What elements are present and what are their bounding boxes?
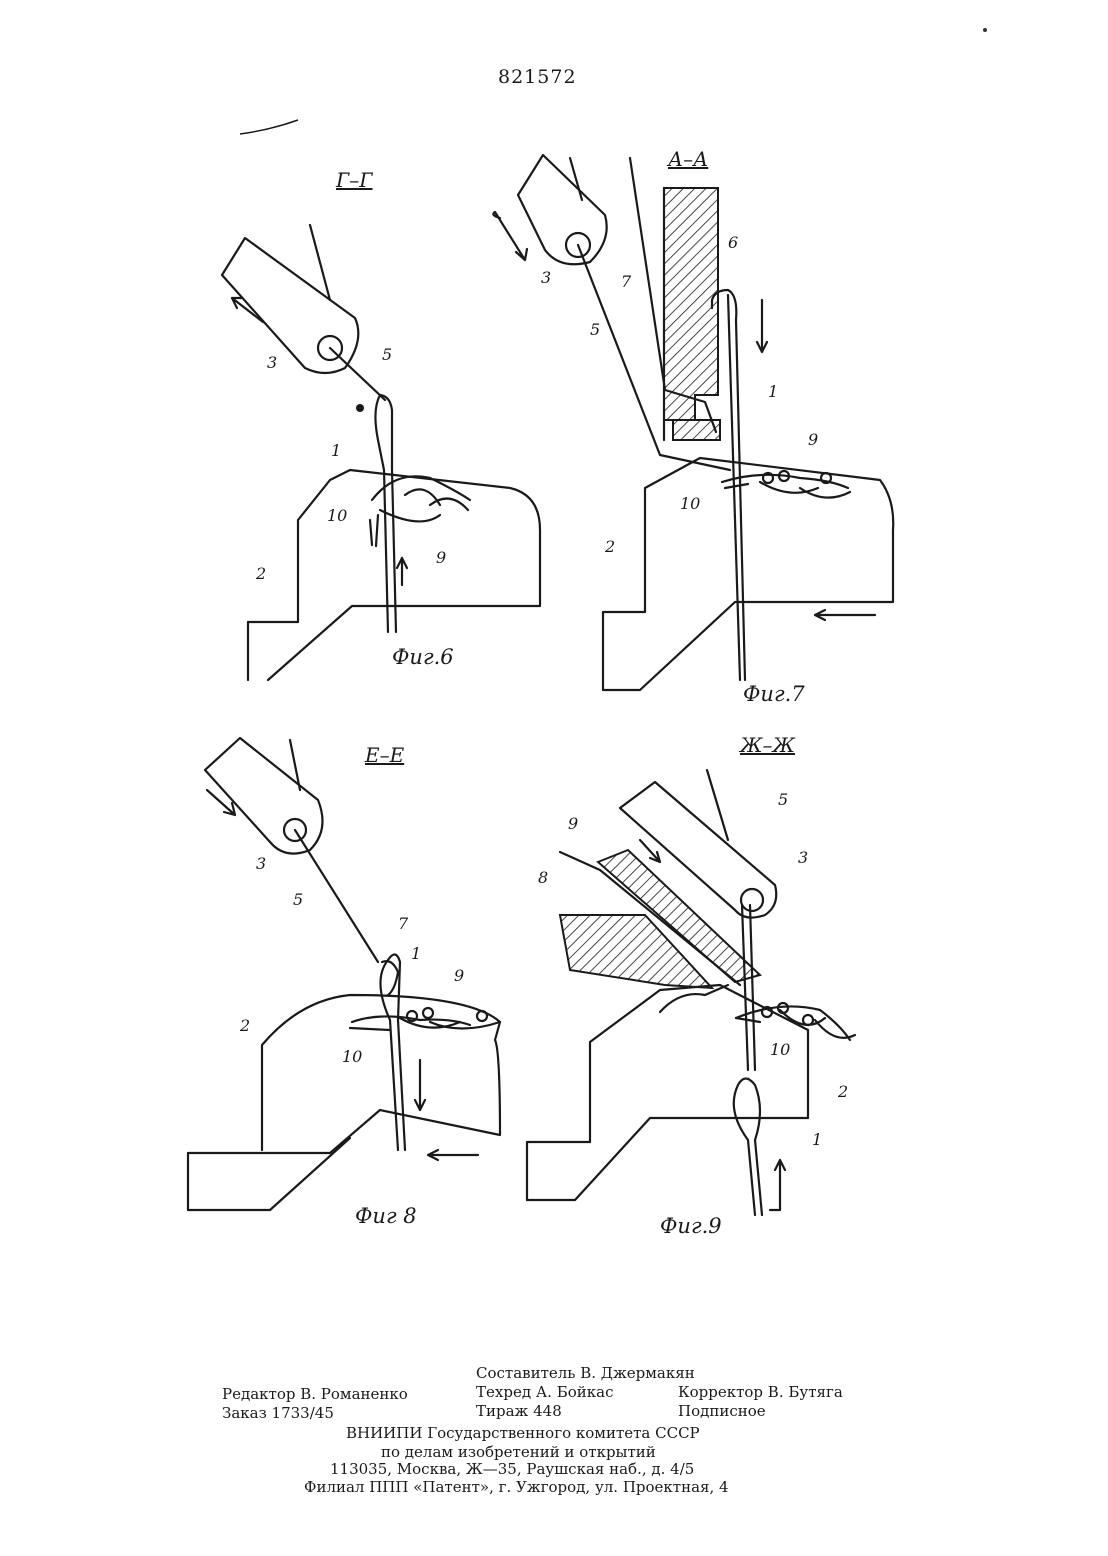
fig7-label: 7 (621, 272, 631, 291)
org-line1: ВНИИПИ Государственного комитета СССР (346, 1424, 700, 1442)
stray-dot (983, 28, 987, 32)
fig9-label: 8 (538, 868, 548, 887)
fig7-caption: Фиг.7 (743, 682, 805, 706)
fig9-arrow-in (640, 840, 660, 862)
fig7-section-title: А–А (668, 147, 708, 171)
editor: Редактор В. Романенко (222, 1385, 408, 1403)
fig7-label: 5 (590, 320, 600, 339)
fig7-label: 9 (808, 430, 818, 449)
fig8-rod-5 (295, 830, 378, 962)
fig9-label: 10 (770, 1040, 790, 1059)
fig8-label: 1 (411, 944, 421, 963)
fig7-label: 3 (541, 268, 551, 287)
circulation: Тираж 448 (476, 1402, 562, 1420)
figure-6-drawing (222, 225, 540, 680)
fig9-label: 9 (568, 814, 578, 833)
fig6-loop-10 (370, 515, 378, 546)
fig8-loop-10 (350, 1028, 390, 1030)
fig6-loops-9 (372, 476, 470, 521)
order: Заказ 1733/45 (222, 1404, 334, 1422)
fig6-label: 2 (256, 564, 266, 583)
fig7-label: 2 (605, 537, 615, 556)
fig8-needle-1 (380, 954, 405, 1150)
fig6-section-title: Г–Г (336, 168, 372, 192)
fig8-label: 7 (398, 914, 408, 933)
figure-7-drawing (493, 155, 893, 690)
fig7-arrow-in (493, 212, 527, 260)
subscription: Подписное (678, 1402, 766, 1420)
fig8-section-title: Е–Е (365, 743, 404, 767)
fig7-part-6 (664, 188, 718, 420)
fig8-label: 2 (240, 1016, 250, 1035)
org-line2: по делам изобретений и открытий (381, 1443, 656, 1461)
fig6-label: 3 (267, 353, 277, 372)
fig8-label: 9 (454, 966, 464, 985)
fig6-label: 1 (331, 441, 341, 460)
corrector: Корректор В. Бутяга (678, 1383, 843, 1401)
fig9-section-title: Ж–Ж (740, 733, 795, 757)
fig6-rod-5 (330, 348, 385, 400)
fig6-label: 9 (436, 548, 446, 567)
fig7-lever-3 (518, 155, 607, 264)
fig7-loop-10 (725, 484, 748, 488)
figure-9-drawing (527, 770, 855, 1215)
address: 113035, Москва, Ж—35, Раушская наб., д. … (330, 1460, 694, 1478)
fig9-caption: Фиг.9 (660, 1214, 722, 1238)
fig6-arrow-up (397, 558, 407, 585)
fig8-arrow-down (415, 1060, 425, 1110)
fig8-part-2 (188, 995, 500, 1153)
techred: Техред А. Бойкас (476, 1383, 614, 1401)
fig7-arrow-left (815, 610, 875, 620)
fig7-arrow-down (757, 300, 767, 352)
fig9-label: 1 (812, 1130, 822, 1149)
fig9-loop-10 (736, 1018, 760, 1022)
fig6-caption: Фиг.6 (392, 645, 454, 669)
stray-mark (240, 120, 298, 134)
fig8-caption: Фиг 8 (355, 1204, 417, 1228)
branch: Филиал ППП «Патент», г. Ужгород, ул. Про… (304, 1478, 729, 1496)
fig9-arrow-up (770, 1160, 785, 1210)
fig8-label: 10 (342, 1047, 362, 1066)
fig9-label: 5 (778, 790, 788, 809)
fig9-label: 3 (798, 848, 808, 867)
fig6-label: 10 (327, 506, 347, 525)
fig8-label: 5 (293, 890, 303, 909)
fig7-label: 6 (728, 233, 738, 252)
fig7-label: 1 (768, 382, 778, 401)
fig8-arrow-left (428, 1150, 478, 1160)
fig9-needle-1 (734, 1079, 762, 1216)
fig6-label: 5 (382, 345, 392, 364)
fig8-arrow-in (207, 790, 235, 815)
fig8-label: 3 (256, 854, 266, 873)
fig7-label: 10 (680, 494, 700, 513)
compiler: Составитель В. Джермакян (476, 1364, 695, 1382)
fig9-label: 2 (838, 1082, 848, 1101)
fig6-arrow (232, 298, 263, 322)
